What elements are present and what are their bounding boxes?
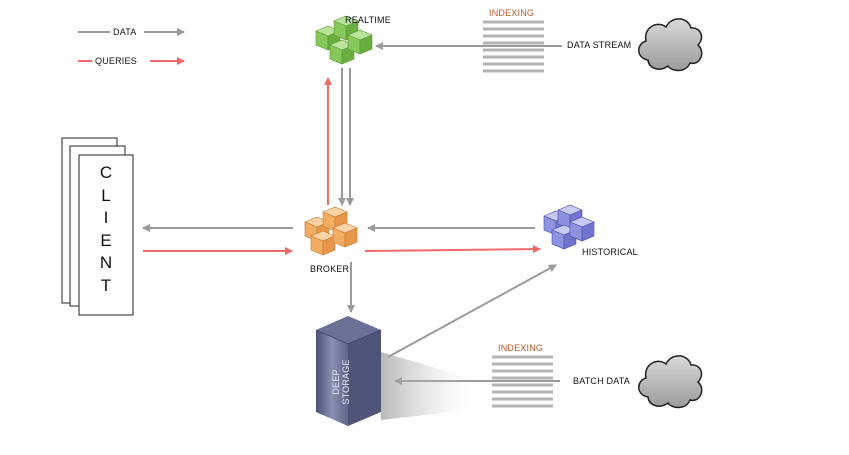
client-letter: E xyxy=(100,230,112,250)
data-stream-cloud-icon xyxy=(638,18,703,72)
client-node xyxy=(61,137,134,316)
client-letter: L xyxy=(101,185,111,205)
historical-label: HISTORICAL xyxy=(582,247,638,257)
query-arrow-broker-to-historical xyxy=(364,245,541,254)
stream-indexing-label: INDEXING xyxy=(489,8,535,18)
legend-data-label: DATA xyxy=(113,27,137,37)
client-letter: I xyxy=(103,208,109,227)
client-letter: N xyxy=(99,253,113,272)
broker-cube-cluster-icon xyxy=(304,206,358,256)
batch-indexing-document-stack-icon xyxy=(492,355,553,408)
legend xyxy=(78,25,185,68)
historical-cube-cluster-icon xyxy=(543,204,595,250)
broker-label: BROKER xyxy=(310,264,350,274)
batch-data-label: BATCH DATA xyxy=(573,376,631,386)
batch-data-cloud-icon xyxy=(638,355,703,409)
client-letter: T xyxy=(100,275,112,295)
data-arrow-deep-storage-to-historical xyxy=(387,264,557,358)
realtime-cube-cluster-icon xyxy=(315,15,373,65)
stream-indexing-document-stack-icon xyxy=(483,20,544,73)
realtime-label: REALTIME xyxy=(345,15,391,25)
batch-indexing-label: INDEXING xyxy=(498,343,544,353)
client-letter: C xyxy=(99,163,113,182)
data-stream-label: DATA STREAM xyxy=(567,40,632,50)
deep-storage-server-icon xyxy=(315,316,470,426)
legend-queries-label: QUERIES xyxy=(95,56,137,66)
deep-storage-label: DEEP STORAGE xyxy=(331,359,351,405)
client-label: C L I E N T xyxy=(79,162,133,297)
